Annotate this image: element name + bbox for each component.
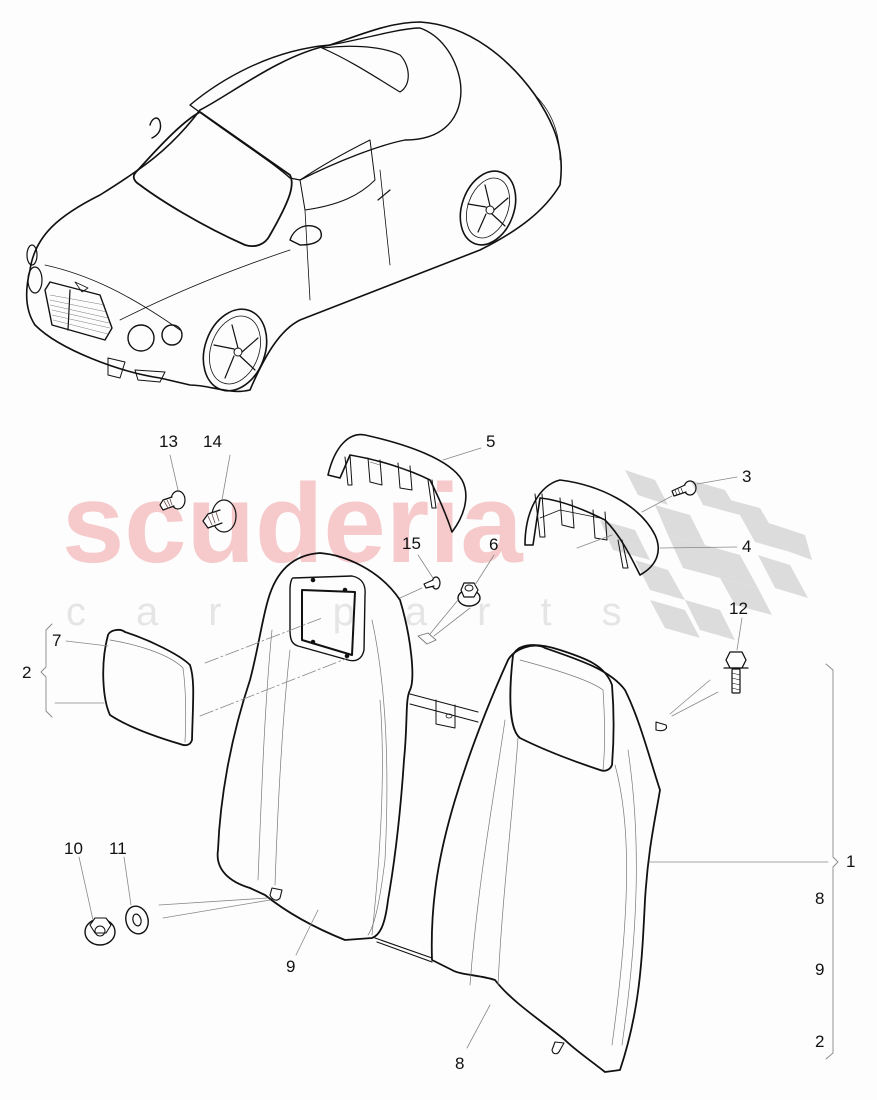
callout-6[interactable]: 6 — [489, 535, 499, 554]
callout-11[interactable]: 11 — [109, 839, 127, 858]
leader-lines — [54, 447, 829, 1049]
part-4-headrest-cover[interactable] — [524, 479, 659, 576]
part-5-headrest-cover[interactable] — [327, 433, 467, 533]
callout-9-list[interactable]: 9 — [815, 960, 825, 979]
bracket — [417, 632, 437, 645]
seat-crossbar — [374, 693, 479, 963]
callout-8-seat[interactable]: 8 — [455, 1054, 465, 1073]
assembly-brackets — [40, 623, 839, 1060]
callout-7[interactable]: 7 — [52, 631, 62, 650]
callout-5[interactable]: 5 — [486, 432, 496, 451]
part-6-nut[interactable] — [457, 582, 481, 607]
callout-8-list[interactable]: 8 — [815, 889, 825, 908]
part-7-head-restraint[interactable] — [102, 628, 195, 747]
part-9-backrest-left[interactable] — [216, 552, 414, 941]
watermark-brand: scuderia — [62, 461, 523, 586]
part-14-clip[interactable] — [202, 499, 237, 533]
part-3-bolt[interactable] — [671, 480, 697, 497]
callout-13[interactable]: 13 — [159, 432, 178, 451]
callout-9-seat[interactable]: 9 — [286, 957, 296, 976]
callout-14[interactable]: 14 — [203, 432, 222, 451]
callout-15[interactable]: 15 — [402, 534, 421, 553]
part-12-bolt[interactable] — [723, 651, 749, 694]
callout-2-left[interactable]: 2 — [22, 663, 32, 682]
part-10-nut[interactable] — [84, 917, 116, 946]
watermark-tagline: car parts — [66, 590, 672, 634]
part-15-screw[interactable] — [423, 576, 441, 590]
callout-10[interactable]: 10 — [64, 839, 83, 858]
callout-12[interactable]: 12 — [729, 599, 748, 618]
car-illustration — [25, 21, 563, 393]
part-8-backrest-right[interactable] — [430, 644, 668, 1073]
callout-4[interactable]: 4 — [742, 537, 752, 556]
part-13-screw[interactable] — [159, 490, 186, 511]
part-11-washer[interactable] — [123, 904, 151, 937]
callout-2-right[interactable]: 2 — [815, 1032, 825, 1051]
callout-1[interactable]: 1 — [846, 852, 856, 871]
callout-3[interactable]: 3 — [742, 467, 752, 486]
